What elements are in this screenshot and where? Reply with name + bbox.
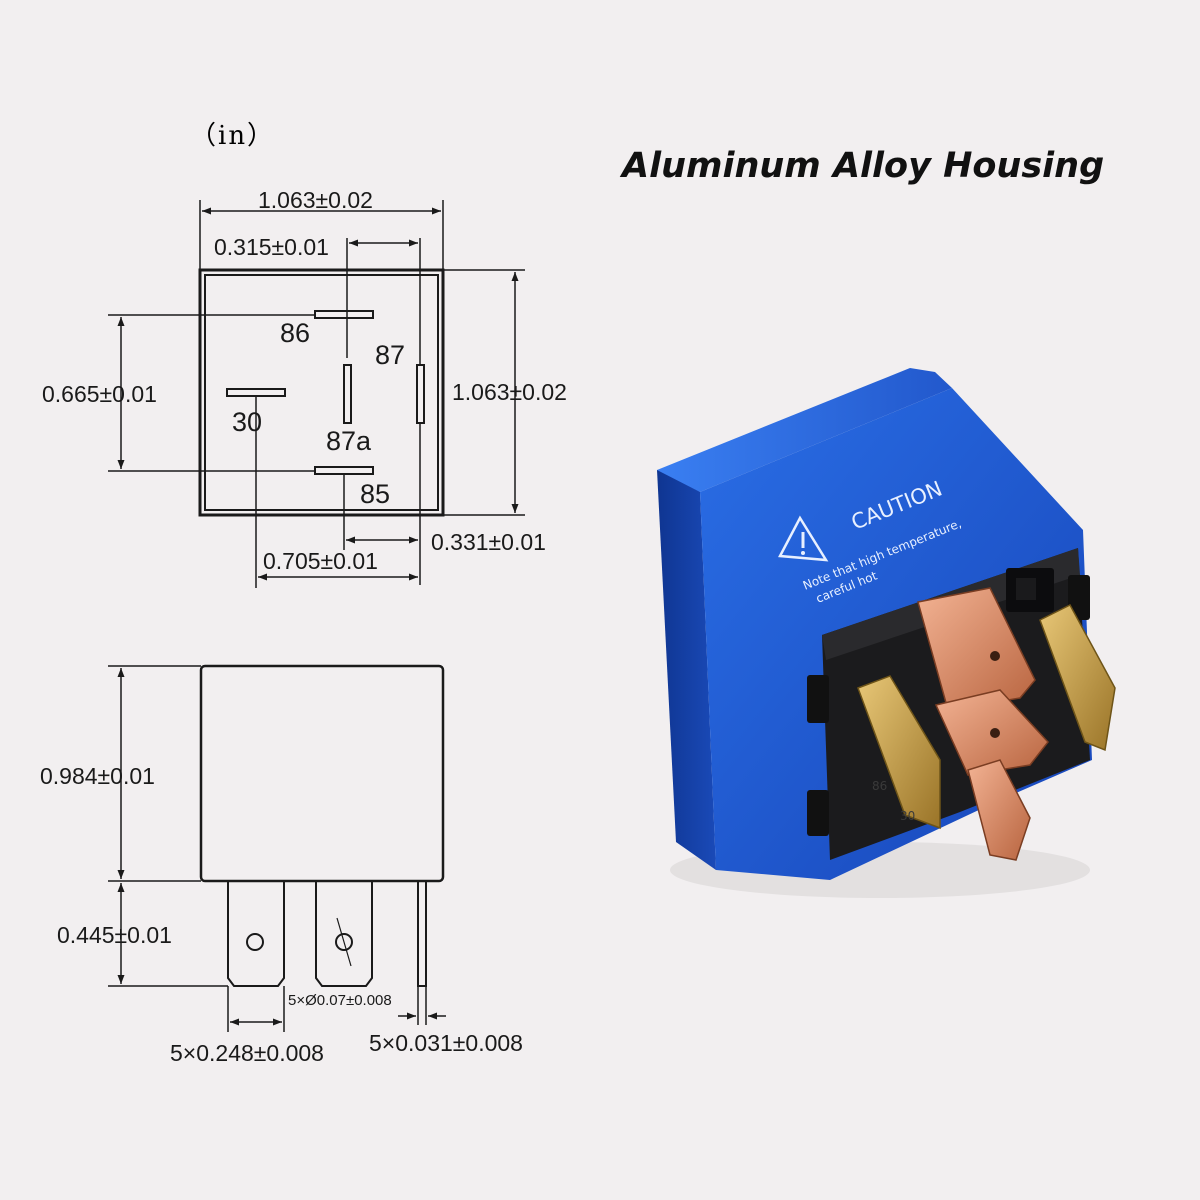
top-view-outline: [198, 268, 445, 517]
terminal-left: [227, 881, 285, 987]
pin-label-85: 85: [360, 479, 390, 509]
terminal-copper-bottom: [967, 759, 1031, 861]
top-view-inner-outline: [204, 274, 439, 511]
terminal-brass-right: [1039, 604, 1116, 752]
side-view-body: [199, 664, 445, 883]
dim-pin-span-label: 0.665±0.01: [42, 381, 157, 407]
dim-body-height-label: 0.984±0.01: [40, 763, 155, 789]
dim-hole-diameter-label: 5×Ø0.07±0.008: [288, 992, 392, 1009]
dim-terminal-width-label: 5×0.248±0.008: [170, 1040, 324, 1066]
dim-terminal-length-label: 0.445±0.01: [57, 922, 172, 948]
terminal-center: [315, 881, 373, 987]
terminal-mark-30: 30: [900, 809, 915, 823]
pin-85-slot: [314, 466, 374, 475]
pin-label-86: 86: [280, 318, 310, 348]
pin-label-87a: 87a: [326, 426, 372, 456]
terminal-hole-left: [246, 933, 264, 951]
side-view-drawing: [108, 664, 446, 1032]
dim-width-label: 1.063±0.02: [258, 187, 373, 213]
terminal-hole-center: [335, 933, 353, 951]
dim-pin-85-offset-label: 0.331±0.01: [431, 529, 546, 555]
top-view-drawing: [108, 200, 525, 588]
pin-86-slot: [314, 310, 374, 319]
terminal-edge: [417, 880, 427, 987]
dim-pin-30-offset-label: 0.705±0.01: [263, 548, 378, 574]
unit-label: （in）: [190, 121, 275, 151]
warning-triangle-icon: [778, 515, 829, 562]
pin-87-slot: [416, 364, 425, 424]
dim-terminal-thickness-label: 5×0.031±0.008: [369, 1030, 523, 1056]
pin-label-87: 87: [375, 340, 405, 370]
terminal-copper-top: [917, 587, 1036, 711]
relay-product-image: CAUTION Note that high temperature, care…: [657, 368, 1116, 898]
heading-title: Aluminum Alloy Housing: [619, 146, 1104, 186]
dim-height-label: 1.063±0.02: [452, 379, 567, 405]
dim-pin-offset-label: 0.315±0.01: [214, 234, 329, 260]
pin-87a-slot: [343, 364, 352, 424]
pin-30-slot: [226, 388, 286, 397]
housing-left-face: [657, 470, 716, 870]
terminal-mark-86: 86: [872, 779, 887, 793]
terminal-brass-left: [857, 675, 941, 830]
pin-label-30: 30: [232, 407, 262, 437]
housing-top-face: [657, 368, 952, 492]
